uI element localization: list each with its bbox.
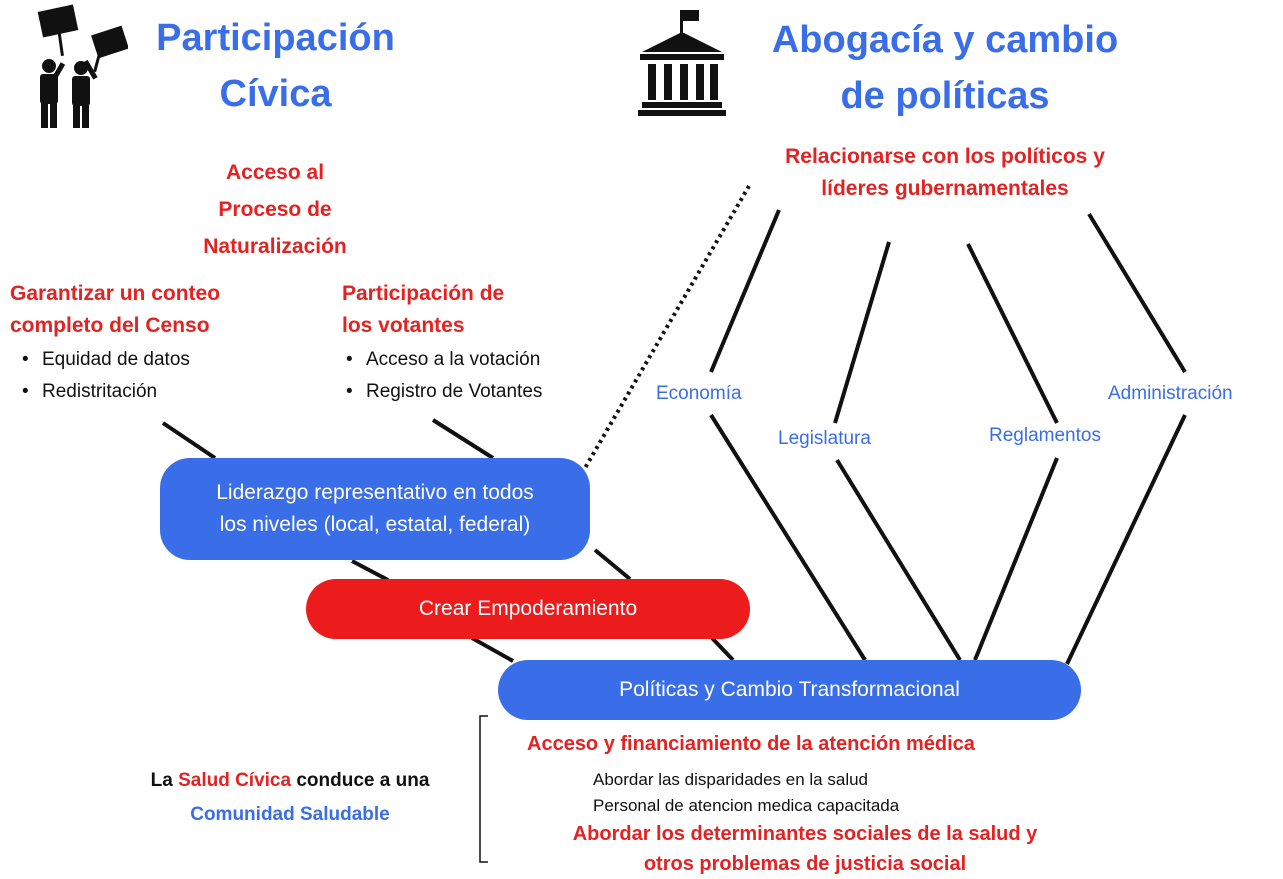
census-bullets: Equidad de datos Redistritación	[16, 344, 276, 408]
connector-census	[161, 421, 217, 460]
list-item: Redistritación	[16, 376, 276, 408]
voters-bullets: Acceso a la votación Registro de Votante…	[340, 344, 630, 408]
connector-relate-reglamentos	[966, 243, 1059, 424]
advocacy-title: Abogacía y cambio de políticas	[771, 19, 1119, 117]
connector-reglamentos-policy	[973, 457, 1059, 661]
determinants-heading: Abordar los determinantes sociales de la…	[572, 823, 1038, 875]
la-text: La	[150, 770, 173, 791]
naturalization-heading: Acceso al Proceso de Naturalización	[203, 161, 347, 258]
list-item: Registro de Votantes	[340, 376, 630, 408]
civic-title: Participación Cívica	[156, 17, 395, 115]
list-item: Equidad de datos	[16, 344, 276, 376]
list-item: Acceso a la votación	[340, 344, 630, 376]
voters-heading: Participación de los votantes	[342, 282, 505, 337]
policy-pill: Políticas y Cambio Transformacional	[498, 660, 1081, 720]
connector-empower-policy-left	[471, 636, 514, 663]
area-administracion: Administración	[1108, 383, 1233, 404]
connector-economia-policy	[709, 413, 867, 662]
connector-relate-legislatura	[833, 241, 891, 424]
connector-voters	[431, 418, 495, 460]
area-legislatura: Legislatura	[778, 428, 871, 449]
personnel-text: Personal de atencion medica capacitada	[593, 796, 900, 815]
leadership-pill: Liderazgo representativo en todos los ni…	[160, 458, 590, 560]
connector-relate-administracion	[1087, 212, 1187, 374]
healthy-community-text: Comunidad Saludable	[190, 804, 390, 825]
connector-dotted	[583, 184, 751, 470]
area-reglamentos: Reglamentos	[989, 425, 1101, 446]
bracket	[479, 715, 488, 863]
relate-heading: Relacionarse con los políticos y líderes…	[785, 145, 1105, 200]
connector-leadership-empower-right	[593, 548, 632, 581]
connector-empower-policy-right	[710, 636, 735, 662]
empowerment-pill: Crear Empoderamiento	[306, 579, 750, 639]
government-building-icon	[636, 8, 728, 118]
leads-to-text: conduce a una	[296, 770, 430, 791]
civic-health-text: Salud Cívica	[178, 770, 292, 791]
connector-relate-economia	[709, 209, 781, 373]
area-economia: Economía	[656, 383, 742, 404]
connector-leadership-empower-left	[351, 559, 389, 582]
connector-legislatura-policy	[835, 458, 962, 662]
civic-health-statement: La Salud Cívica conduce a una Comunidad …	[60, 764, 520, 832]
census-heading: Garantizar un conteo completo del Censo	[10, 282, 221, 337]
access-heading: Acceso y financiamiento de la atención m…	[527, 733, 975, 755]
disparities-text: Abordar las disparidades en la salud	[593, 770, 869, 789]
connector-administracion-policy	[1065, 414, 1187, 665]
protesters-icon	[32, 4, 129, 130]
